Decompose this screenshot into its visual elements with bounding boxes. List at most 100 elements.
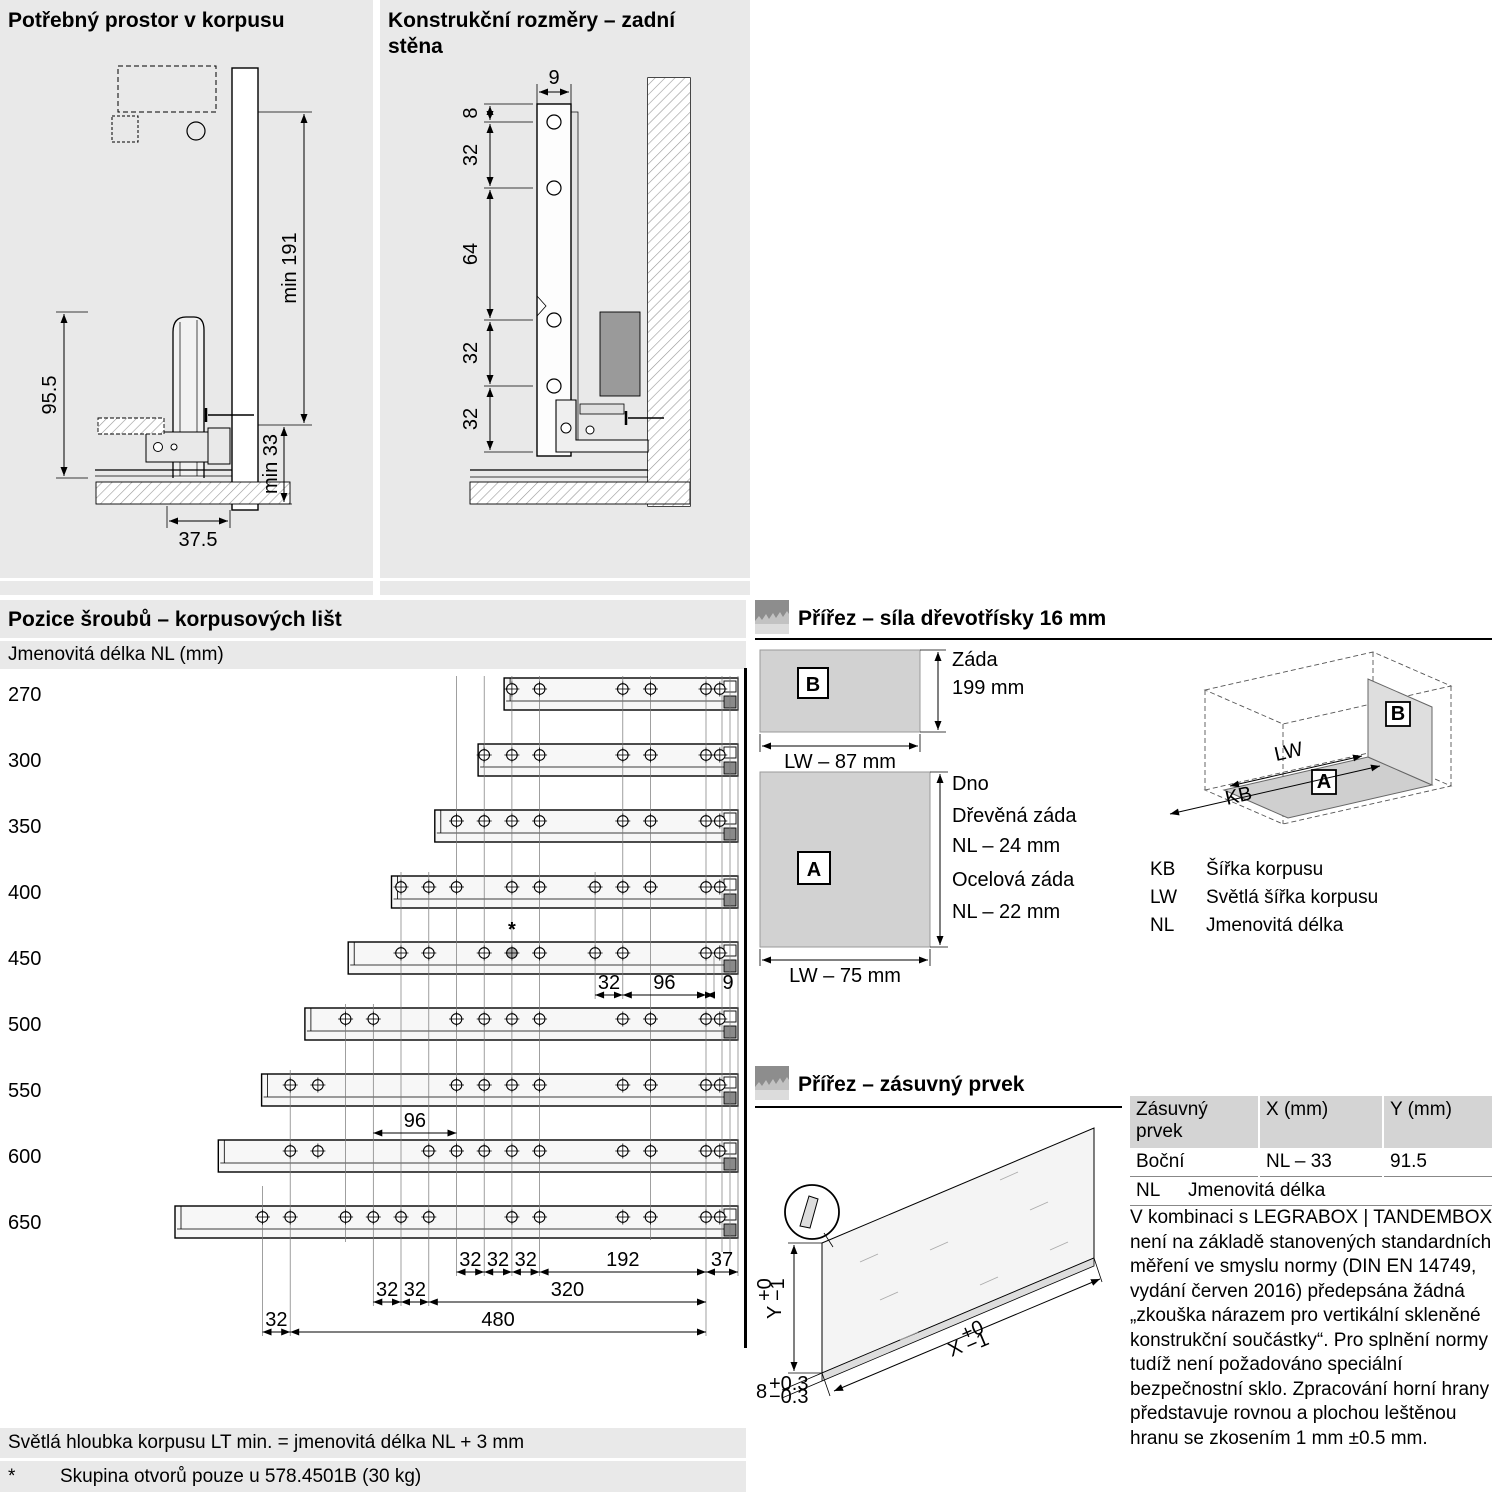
part-b-ext (759, 649, 946, 752)
screw-hole (476, 1011, 492, 1027)
screw-hole (712, 879, 728, 895)
screw-hole (504, 1209, 520, 1225)
mounting-screw (204, 408, 254, 422)
screw-hole (643, 813, 658, 829)
dim-min-33: min 33 (260, 434, 282, 494)
screw-hole (698, 1011, 714, 1027)
construction-lines (262, 676, 739, 1336)
svg-text:Y: Y (764, 1306, 786, 1319)
svg-text:−1: −1 (767, 1278, 789, 1301)
cut-board-rule (755, 638, 1492, 640)
dimension-label: 32 (404, 1279, 426, 1301)
dimension-label: 96 (653, 972, 675, 994)
iso-a-label: A (1317, 771, 1331, 793)
screw-hole (615, 1077, 631, 1093)
iso-kb-label: KB (1223, 782, 1254, 809)
dim-95-5: 95.5 (39, 376, 61, 415)
legend-term: Jmenovitá délka (1206, 915, 1344, 936)
screw-hole (393, 945, 409, 961)
cell-x: NL – 33 (1260, 1148, 1382, 1177)
glass-face (821, 1127, 1095, 1374)
dim-37-5: 37.5 (179, 529, 218, 551)
screw-hole (310, 1143, 326, 1159)
panel-space-footer-bar (0, 581, 373, 595)
screw-hole (698, 1143, 714, 1159)
dimension-label: 480 (481, 1309, 514, 1331)
screw-hole (698, 1209, 714, 1225)
screw-hole (643, 1011, 658, 1027)
part-a-label: A (807, 859, 821, 881)
screws-title-bar (0, 600, 746, 638)
screw-hole (421, 879, 437, 895)
screw-hole (587, 879, 603, 895)
rail-row: 350 (8, 809, 739, 843)
footnote-text: Skupina otvorů pouze u 578.4501B (30 kg) (60, 1465, 422, 1487)
legend-term: Světlá šířka korpusu (1206, 887, 1379, 908)
part-a-row: NL – 22 mm (952, 901, 1060, 923)
screw-hole (476, 747, 492, 763)
iso-b-label: B (1391, 703, 1405, 725)
table-col-x: X (mm) (1260, 1096, 1382, 1148)
column-divider (744, 668, 747, 1348)
extension-lines (484, 84, 572, 453)
screw-hole (504, 813, 520, 829)
ext-lines (781, 1242, 1103, 1399)
detail-leader (823, 1232, 834, 1248)
drawer-bottom-board (97, 417, 165, 435)
rear-wall-bracket (536, 103, 572, 457)
table-header-row: Zásuvný prvek X (mm) Y (mm) (1130, 1096, 1492, 1148)
edge-detail (799, 1195, 819, 1229)
screw-hole (698, 945, 714, 961)
screw-hole (421, 945, 437, 961)
screw-hole (643, 681, 658, 697)
screw-hole (282, 1077, 298, 1093)
saw-blade-icon (755, 1066, 789, 1105)
screw-hole (643, 1209, 658, 1225)
cabinet-side-hatch (648, 78, 690, 506)
panel-rear-footer-bar (380, 581, 750, 595)
svg-text:8: 8 (756, 1381, 767, 1403)
table-footer-row: NL Jmenovitá délka (1130, 1177, 1492, 1206)
cut-front-title: Přířez – zásuvný prvek (798, 1073, 1025, 1096)
dimension-label: 32 (459, 1249, 481, 1271)
screw-hole (393, 1209, 409, 1225)
screw-hole (712, 1209, 728, 1225)
screw-hole (587, 945, 603, 961)
bottom-board (469, 481, 691, 505)
screw-hole (449, 879, 464, 895)
svg-text:−0.3: −0.3 (769, 1386, 808, 1408)
cut-board-drawing: B Záda 199 mm LW – 87 mm A Dno Dřevěná z… (759, 649, 1077, 987)
footnote-star-mark: * (508, 919, 516, 941)
cell-y: 91.5 (1384, 1148, 1492, 1177)
cut-front-rule (755, 1106, 1122, 1108)
screw-hole (449, 1143, 464, 1159)
dimension-label: 37 (711, 1249, 733, 1271)
screw-hole (365, 1011, 381, 1027)
screw-hole (643, 1143, 658, 1159)
dimension-label: 32 (598, 972, 620, 994)
screw-hole (615, 1209, 631, 1225)
screw-hole (532, 747, 548, 763)
x-dim-line (833, 1278, 1101, 1392)
iso-drawing: B A LW KB (1169, 651, 1453, 825)
part-a-row: Dno (952, 773, 989, 795)
dashed-top-shelf (111, 65, 217, 143)
dimension-lines (486, 88, 569, 450)
screw-hole (338, 1209, 354, 1225)
bottom-shelf-board (95, 481, 291, 505)
screw-hole (449, 1011, 464, 1027)
footer-note-star-row: * Skupina otvorů pouze u 578.4501B (30 k… (0, 1461, 746, 1492)
nominal-length-label: 650 (8, 1212, 41, 1234)
screw-hole (615, 879, 631, 895)
screw-hole (476, 1143, 492, 1159)
screw-hole (532, 879, 548, 895)
screw-hole (643, 879, 658, 895)
part-b-panel (759, 649, 921, 733)
y-dim-label: Y +0 −1 (754, 1278, 789, 1319)
nominal-length-label: 500 (8, 1014, 41, 1036)
dim-32c: 32 (460, 408, 482, 430)
break-mark (536, 295, 547, 317)
